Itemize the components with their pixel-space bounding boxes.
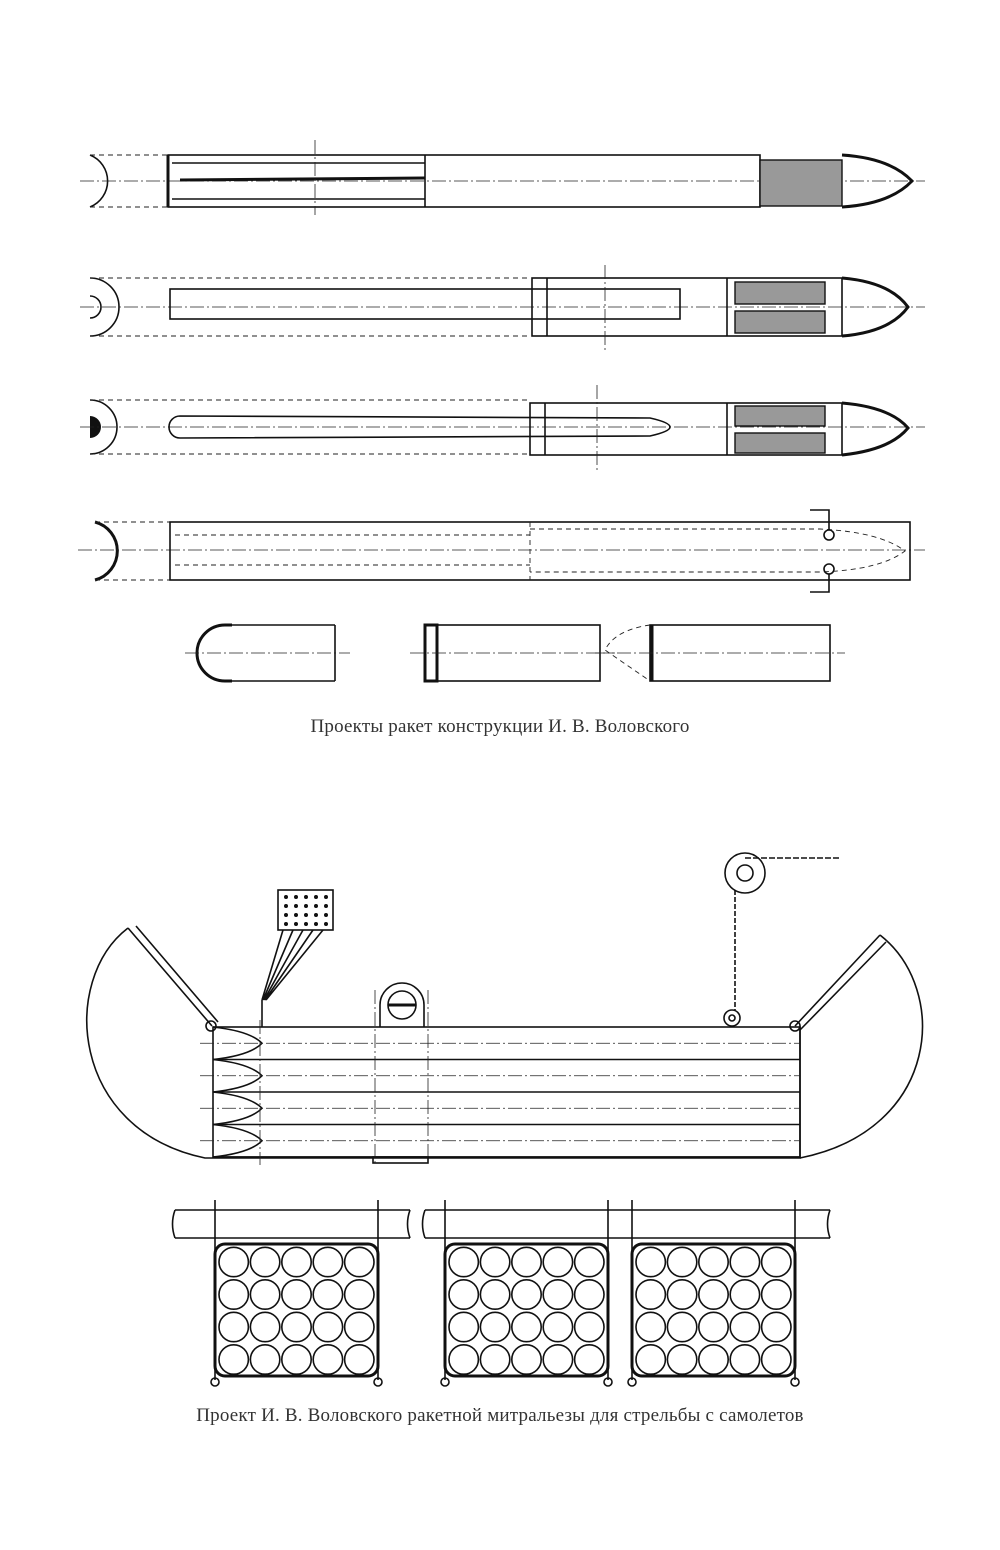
contact-dot [294,904,298,908]
rocket-tube [280,1344,312,1376]
rocket-tube [312,1279,344,1311]
rocket-tube [479,1246,511,1278]
rocket-tube [542,1279,574,1311]
rocket-tube [249,1246,281,1278]
contact-dot [294,922,298,926]
rocket-tube [343,1344,375,1376]
rocket-tube [343,1246,375,1278]
contact-dot [284,913,288,917]
rocket-tube [448,1344,480,1376]
rocket-tube [218,1311,250,1343]
rocket-tube [312,1246,344,1278]
rocket-cluster-frame [213,1242,380,1378]
rocket-pod-side-view [86,852,924,1165]
rocket-tube [510,1344,542,1376]
contact-dot [314,913,318,917]
mount-bolt [603,1377,613,1387]
rocket-tube [249,1311,281,1343]
contact-dot [314,904,318,908]
mount-bolt [373,1377,383,1387]
rocket-tube [343,1311,375,1343]
rocket-tube [280,1311,312,1343]
rocket-tube [218,1279,250,1311]
rocket-tube [729,1344,761,1376]
rocket-tube [729,1246,761,1278]
rocket-tube [760,1246,792,1278]
rocket-cluster-frame [443,1242,610,1378]
rocket-tube [635,1246,667,1278]
rocket-tube [218,1246,250,1278]
contact-dot [284,904,288,908]
rocket-tube [510,1246,542,1278]
rocket-tube [697,1344,729,1376]
rocket-design-2 [80,265,925,350]
rocket-tube [249,1279,281,1311]
rocket-tube [635,1344,667,1376]
rocket-tube [573,1344,605,1376]
rocket-tube [635,1311,667,1343]
rocket-tube [249,1344,281,1376]
rocket-tube [760,1279,792,1311]
mount-bolt [440,1377,450,1387]
rocket-detail-pieces [185,623,845,683]
rocket-tube [479,1311,511,1343]
rocket-tube [542,1344,574,1376]
rocket-tube [312,1311,344,1343]
contact-dot [314,895,318,899]
rocket-tube [666,1279,698,1311]
rocket-tube [479,1279,511,1311]
contact-dot [294,895,298,899]
contact-dot [304,895,308,899]
rocket-tube [343,1279,375,1311]
contact-dot [324,913,328,917]
rocket-cluster-frame [630,1242,797,1378]
rocket-tube [510,1279,542,1311]
contact-dot [314,922,318,926]
rocket-tube [697,1246,729,1278]
rocket-tube [573,1279,605,1311]
rocket-tube [573,1246,605,1278]
rocket-tube [479,1344,511,1376]
rocket-design-4 [78,509,925,593]
contact-dot [284,922,288,926]
rocket-tube [542,1246,574,1278]
rocket-design-1 [80,140,925,215]
rocket-tube [280,1279,312,1311]
contact-dot [324,922,328,926]
rocket-tube [510,1311,542,1343]
rocket-tube [573,1311,605,1343]
figure-caption-rockets: Проекты ракет конструкции И. В. Воловско… [310,716,690,737]
rocket-tube [666,1311,698,1343]
rocket-tube [760,1311,792,1343]
contact-dot [324,895,328,899]
rocket-tube [448,1246,480,1278]
rocket-tube [666,1246,698,1278]
rocket-tube [448,1279,480,1311]
rocket-tube [635,1279,667,1311]
rocket-tube [280,1246,312,1278]
figure-caption-mitrailleuse: Проект И. В. Воловского ракетной митраль… [196,1405,804,1426]
contact-dot [294,913,298,917]
rocket-tube [760,1344,792,1376]
rocket-tube [666,1344,698,1376]
contact-dot [284,895,288,899]
mount-bolt [790,1377,800,1387]
rocket-tube [697,1279,729,1311]
contact-dot [304,922,308,926]
rocket-pod-front-views [171,1200,831,1387]
rocket-tube [542,1311,574,1343]
contact-dot [324,904,328,908]
contact-dot [304,913,308,917]
rocket-tube [729,1279,761,1311]
rocket-tube [218,1344,250,1376]
rocket-tube [729,1311,761,1343]
rocket-tube [697,1311,729,1343]
rocket-design-3 [80,385,925,470]
contact-dot [304,904,308,908]
rocket-tube [448,1311,480,1343]
mount-bolt [627,1377,637,1387]
mount-bolt [210,1377,220,1387]
rocket-tube [312,1344,344,1376]
